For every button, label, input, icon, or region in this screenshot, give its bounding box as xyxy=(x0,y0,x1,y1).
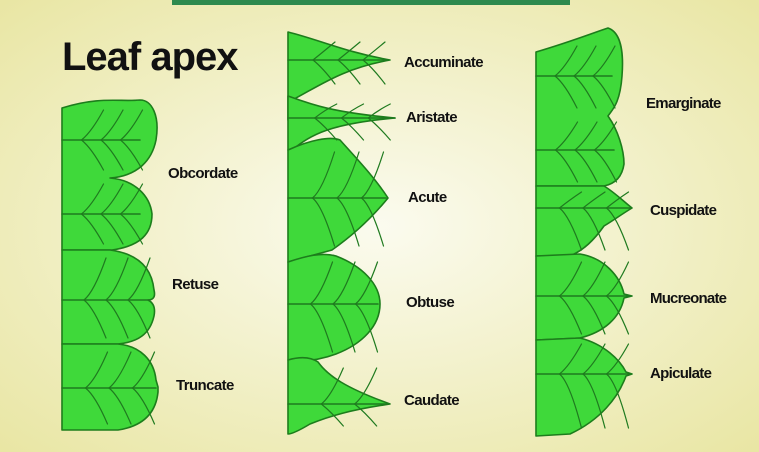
label-apiculate: Apiculate xyxy=(650,365,712,382)
label-retuse: Retuse xyxy=(172,276,219,293)
top-bar xyxy=(172,0,570,5)
label-mucreonate: Mucreonate xyxy=(650,290,727,307)
leaf-emarginate xyxy=(536,28,624,186)
label-aristate: Aristate xyxy=(406,109,457,126)
label-obtuse: Obtuse xyxy=(406,294,454,311)
column-left xyxy=(62,100,158,430)
label-obcordate: Obcordate xyxy=(168,165,238,182)
label-emarginate: Emarginate xyxy=(646,95,721,112)
title: Leaf apex xyxy=(62,35,238,79)
label-truncate: Truncate xyxy=(176,377,234,394)
label-acute: Acute xyxy=(408,189,447,206)
label-cuspidate: Cuspidate xyxy=(650,202,717,219)
label-caudate: Caudate xyxy=(404,392,459,409)
label-accuminate: Accuminate xyxy=(404,54,483,71)
